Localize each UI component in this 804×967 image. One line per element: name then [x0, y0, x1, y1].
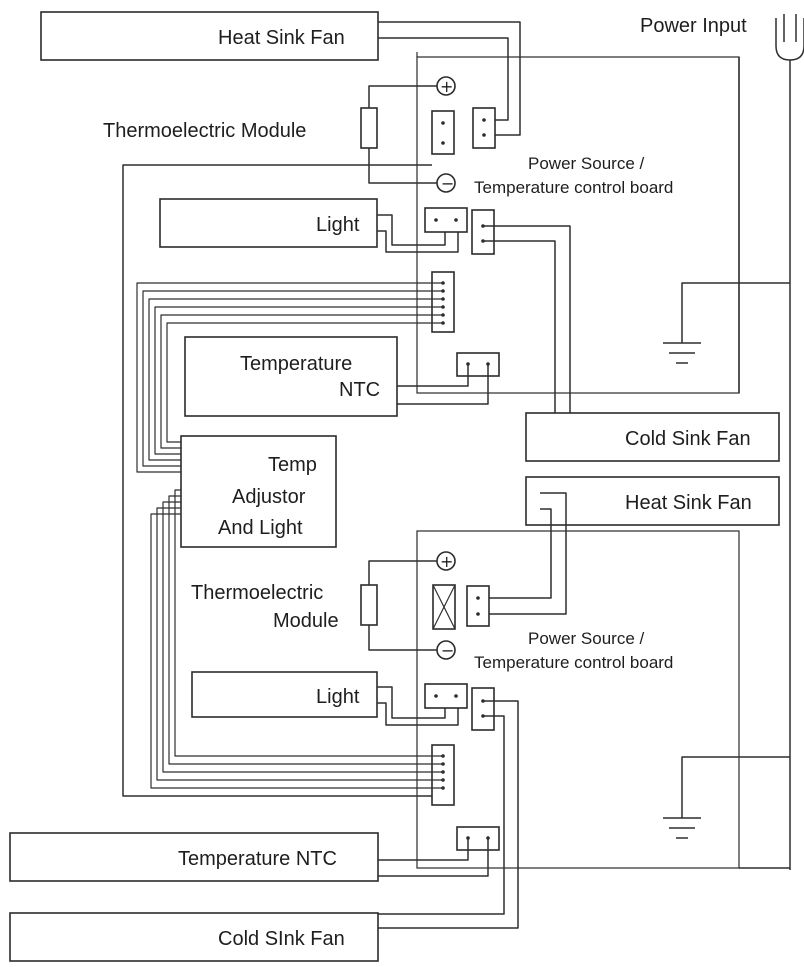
temp-adjustor-line1: Temp	[268, 454, 317, 476]
top-temperature-label-line2: NTC	[339, 379, 380, 401]
temp-adjustor-line3: And Light	[218, 517, 303, 539]
bottom-fan-connector	[466, 585, 490, 627]
top-fan-connector	[472, 107, 496, 149]
bottom-temperature-ntc-label: Temperature NTC	[178, 848, 337, 870]
top-thermoelectric-module-icon	[360, 107, 378, 149]
top-tec-connector	[431, 110, 455, 155]
top-cold-fan-connector	[471, 209, 495, 255]
top-heat-sink-fan-label: Heat Sink Fan	[218, 27, 345, 49]
power-input-label: Power Input	[640, 15, 747, 37]
top-cold-sink-fan-box	[525, 412, 780, 462]
top-light-label: Light	[316, 214, 360, 236]
top-light-box	[159, 198, 378, 248]
bottom-heat-sink-fan-box	[525, 476, 780, 526]
power-plug-icon	[775, 14, 804, 870]
svg-text:+: +	[440, 552, 453, 571]
bottom-light-connector	[424, 683, 468, 709]
top-board-label-line1: Power Source /	[528, 154, 644, 173]
top-ntc-connector	[456, 352, 500, 377]
bottom-ribbon-cable	[150, 489, 443, 789]
svg-text:−: −	[441, 174, 454, 193]
top-thermoelectric-module-label: Thermoelectric Module	[103, 120, 306, 142]
bottom-cold-sink-fan-label: Cold SInk Fan	[218, 928, 345, 950]
svg-text:+: +	[440, 77, 453, 96]
bottom-cold-fan-connector	[471, 687, 495, 731]
bottom-control-board	[416, 530, 740, 869]
ground-icon-bottom	[663, 756, 790, 839]
bottom-ntc-connector	[456, 826, 500, 851]
top-heat-sink-fan-box	[40, 11, 379, 61]
top-ribbon-cable	[136, 282, 443, 473]
top-cold-sink-fan-label: Cold Sink Fan	[625, 428, 751, 450]
bottom-board-label-line2: Temperature control board	[474, 653, 673, 672]
bottom-thermoelectric-label-line2: Module	[273, 610, 339, 632]
ground-icon-top	[663, 282, 790, 364]
top-board-label-line2: Temperature control board	[474, 178, 673, 197]
bottom-thermoelectric-label-line1: Thermoelectric	[191, 582, 323, 604]
bottom-cold-sink-fan-box	[9, 912, 379, 962]
bottom-light-box	[191, 671, 378, 718]
top-temperature-ntc-box	[184, 336, 398, 417]
top-light-connector	[424, 207, 468, 233]
top-temperature-label-line1: Temperature	[240, 353, 352, 375]
bottom-light-label: Light	[316, 686, 360, 708]
temp-adjustor-line2: Adjustor	[232, 486, 306, 508]
bottom-6pin-connector	[431, 744, 455, 806]
svg-text:−: −	[441, 641, 454, 660]
top-6pin-connector	[431, 271, 455, 333]
bottom-temperature-ntc-box	[9, 832, 379, 882]
bottom-heat-sink-fan-label: Heat Sink Fan	[625, 492, 752, 514]
bottom-thermoelectric-module-icon	[360, 584, 378, 626]
bottom-board-label-line1: Power Source /	[528, 629, 644, 648]
temp-adjustor-box	[180, 435, 337, 548]
